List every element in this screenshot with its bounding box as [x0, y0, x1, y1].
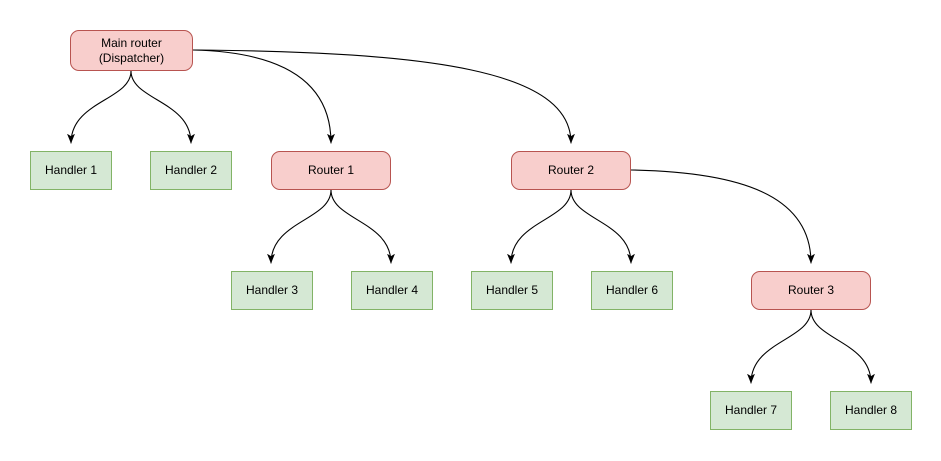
edge-router-1-to-handler-4 — [330, 189, 395, 264]
node-label-handler-6: Handler 6 — [605, 283, 659, 297]
edge-main-router-to-handler-1 — [67, 70, 132, 144]
node-handler-1[interactable]: Handler 1 — [30, 151, 112, 190]
node-router-1[interactable]: Router 1 — [271, 151, 391, 190]
node-handler-4[interactable]: Handler 4 — [351, 271, 433, 310]
node-label-handler-7: Handler 7 — [724, 403, 778, 417]
node-main-router[interactable]: Main router (Dispatcher) — [70, 30, 193, 71]
edge-main-router-to-handler-2 — [130, 70, 195, 144]
edge-router-2-to-handler-6 — [570, 189, 635, 264]
node-handler-5[interactable]: Handler 5 — [471, 271, 553, 310]
node-label-handler-2: Handler 2 — [164, 163, 218, 177]
node-handler-3[interactable]: Handler 3 — [231, 271, 313, 310]
node-label-main-router: Main router (Dispatcher) — [98, 35, 165, 65]
edge-router-2-to-router-3 — [630, 169, 815, 264]
node-handler-7[interactable]: Handler 7 — [710, 391, 792, 430]
edge-router-2-to-handler-5 — [507, 189, 572, 264]
edge-router-1-to-handler-3 — [267, 189, 332, 264]
node-label-handler-4: Handler 4 — [365, 283, 419, 297]
node-router-3[interactable]: Router 3 — [751, 271, 871, 310]
node-label-router-3: Router 3 — [787, 283, 835, 297]
node-label-router-2: Router 2 — [547, 163, 595, 177]
node-label-handler-5: Handler 5 — [485, 283, 539, 297]
node-handler-8[interactable]: Handler 8 — [830, 391, 912, 430]
node-label-handler-1: Handler 1 — [44, 163, 98, 177]
node-label-handler-3: Handler 3 — [245, 283, 299, 297]
edge-main-router-to-router-2 — [192, 49, 575, 144]
edge-main-router-to-router-1 — [192, 49, 335, 144]
node-label-router-1: Router 1 — [307, 163, 355, 177]
edge-router-3-to-handler-7 — [747, 309, 812, 384]
node-router-2[interactable]: Router 2 — [511, 151, 631, 190]
node-handler-6[interactable]: Handler 6 — [591, 271, 673, 310]
edges-group — [67, 49, 875, 384]
node-handler-2[interactable]: Handler 2 — [150, 151, 232, 190]
edge-router-3-to-handler-8 — [810, 309, 875, 384]
node-label-handler-8: Handler 8 — [844, 403, 898, 417]
